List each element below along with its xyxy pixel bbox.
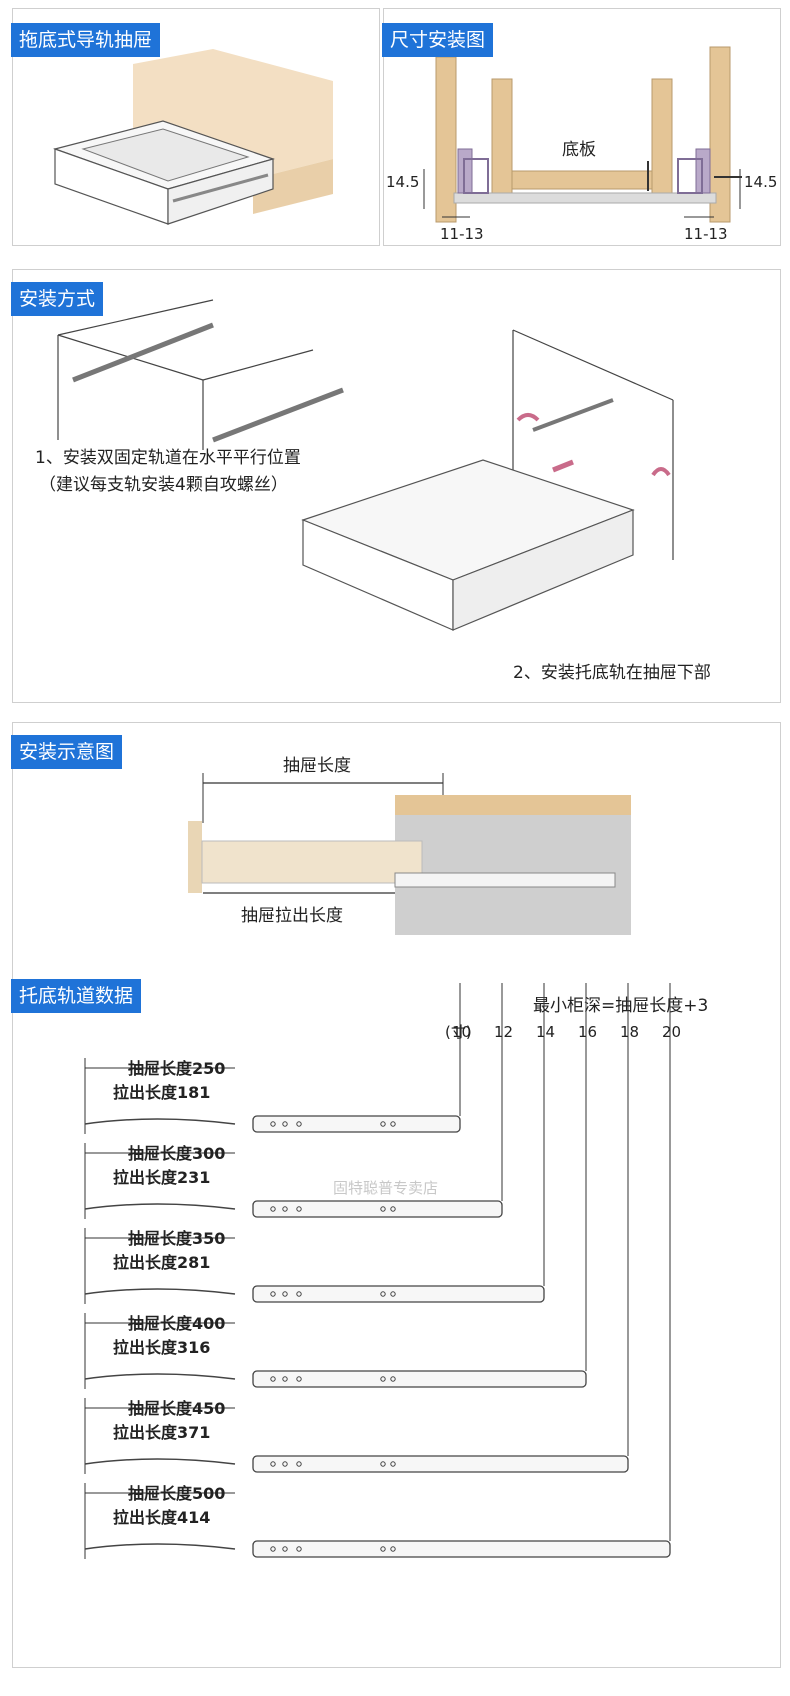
rail-data-diagram: 最小柜深=抽屉长度+3 (寸) 固特聪普专卖店 10 12 14 16 18 20 抽屉长… xyxy=(84,983,708,1559)
pull-length-label: 抽屉拉出长度 xyxy=(241,906,343,926)
dimension-drawing: 底板 14.5 14.5 11-13 11-13 xyxy=(386,46,777,243)
rail-row-hole xyxy=(270,1121,276,1127)
section-tag-dimension: 尺寸安装图 xyxy=(382,23,494,57)
rail-row-hole xyxy=(380,1461,386,1467)
rail-row-drawer-rail xyxy=(84,1288,236,1295)
rail-row-hole xyxy=(390,1376,396,1382)
rail-row: 抽屉长度300 拉出长度231 xyxy=(84,983,503,1219)
install-step2: 2、安装托底轨在抽屉下部 xyxy=(513,663,711,683)
rail-row-drawer-label: 抽屉长度400 xyxy=(128,1314,225,1333)
size-tick-label-20: 20 xyxy=(662,1023,681,1041)
drawer-illustration xyxy=(52,49,333,225)
rail-row-pull-label: 拉出长度181 xyxy=(113,1083,210,1102)
install-step1-line2: （建议每支轨安装4颗自攻螺丝） xyxy=(39,475,288,495)
rail-row-hole xyxy=(282,1546,288,1552)
drawer-type-panel: 拖底式导轨抽屉 xyxy=(11,8,380,246)
install-method-panel: 安装方式 1、安装双固定轨道在水平平行位置 （建议每支轨安装4颗自攻螺丝） 2、… xyxy=(11,269,781,703)
rail-row-pull-label: 拉出长度231 xyxy=(113,1168,210,1187)
drawer-length-label: 抽屉长度 xyxy=(283,756,351,776)
section-tag-drawer-type: 拖底式导轨抽屉 xyxy=(11,23,161,57)
rail-row-drawer-label: 抽屉长度500 xyxy=(128,1484,225,1503)
rail-row-hole xyxy=(270,1291,276,1297)
rail-row-hole xyxy=(380,1546,386,1552)
rail-row-hole xyxy=(390,1121,396,1127)
rail-row-hole xyxy=(296,1121,302,1127)
section-tag-rail-data: 托底轨道数据 xyxy=(11,979,142,1013)
rail-row-hole xyxy=(282,1121,288,1127)
rail-row-drawer-label: 抽屉长度250 xyxy=(128,1059,225,1078)
rail-row-pull-label: 拉出长度316 xyxy=(113,1338,210,1357)
rail-row: 抽屉长度500 拉出长度414 xyxy=(84,983,671,1559)
rail-row-hole xyxy=(270,1376,276,1382)
rail-watermark: 固特聪普专卖店 xyxy=(333,1179,438,1197)
base-label: 底板 xyxy=(562,140,596,160)
rail-row-hole xyxy=(390,1206,396,1212)
rail-row-hole xyxy=(380,1291,386,1297)
rail-row: 抽屉长度450 拉出长度371 xyxy=(84,983,629,1474)
size-tick-label-18: 18 xyxy=(620,1023,639,1041)
size-tick-label-16: 16 xyxy=(578,1023,597,1041)
gap-right-label: 11-13 xyxy=(684,225,728,243)
install-step1-line1: 1、安装双固定轨道在水平平行位置 xyxy=(35,448,301,468)
rail-row-hole xyxy=(296,1461,302,1467)
rail-row-hole xyxy=(270,1206,276,1212)
install-diagram-illustration: 抽屉长度 抽屉拉出长度 xyxy=(188,756,631,935)
rail-row: 抽屉长度350 拉出长度281 xyxy=(84,983,545,1304)
rail-row-hole xyxy=(380,1206,386,1212)
rail-row: 抽屉长度250 拉出长度181 xyxy=(84,983,461,1134)
rail-row-drawer-rail xyxy=(84,1203,236,1210)
rail-row-hole xyxy=(296,1291,302,1297)
rail-row-hole xyxy=(282,1291,288,1297)
gap-left-label: 11-13 xyxy=(440,225,484,243)
rail-row-hole xyxy=(390,1461,396,1467)
rail-row-rail-body xyxy=(252,1115,461,1133)
rail-row-hole xyxy=(270,1546,276,1552)
size-tick-label-10: 10 xyxy=(452,1023,471,1041)
rail-row-rail-body xyxy=(252,1200,503,1218)
rail-unit-label: (寸) xyxy=(445,1023,472,1041)
height-right-label: 14.5 xyxy=(744,173,777,191)
section-tag-install-diagram: 安装示意图 xyxy=(11,735,123,769)
rail-row-rail-body xyxy=(252,1370,587,1388)
rail-row-hole xyxy=(380,1376,386,1382)
rail-row-drawer-label: 抽屉长度350 xyxy=(128,1229,225,1248)
rail-row-hole xyxy=(390,1291,396,1297)
section-tag-install-method: 安装方式 xyxy=(11,282,104,316)
rail-row-pull-label: 拉出长度281 xyxy=(113,1253,210,1272)
rail-row-hole xyxy=(282,1376,288,1382)
rail-row-rail-body xyxy=(252,1540,671,1558)
height-left-label: 14.5 xyxy=(386,173,419,191)
rail-row-hole xyxy=(282,1461,288,1467)
rail-row-drawer-rail xyxy=(84,1458,236,1465)
size-tick-label-14: 14 xyxy=(536,1023,555,1041)
size-tick-label-12: 12 xyxy=(494,1023,513,1041)
rail-row-rail-body xyxy=(252,1455,629,1473)
rail-row-hole xyxy=(390,1546,396,1552)
install-diagram-panel: 抽屉长度 抽屉拉出长度 安装示意图 托底轨道数据 最小柜深=抽屉长度+3 (寸)… xyxy=(11,722,781,1668)
rail-row-hole xyxy=(296,1206,302,1212)
rail-row-drawer-rail xyxy=(84,1373,236,1380)
rail-formula: 最小柜深=抽屉长度+3 xyxy=(533,996,708,1016)
rail-row-hole xyxy=(296,1546,302,1552)
rail-row-pull-label: 拉出长度414 xyxy=(113,1508,210,1527)
dimension-panel: 底板 14.5 14.5 11-13 11-13 尺寸安装图 xyxy=(382,8,781,246)
rail-row-drawer-rail xyxy=(84,1118,236,1125)
rail-row-pull-label: 拉出长度371 xyxy=(113,1423,210,1442)
rail-row-hole xyxy=(270,1461,276,1467)
rail-row-drawer-label: 抽屉长度300 xyxy=(128,1144,225,1163)
rail-row-drawer-rail xyxy=(84,1543,236,1550)
rail-row-hole xyxy=(296,1376,302,1382)
rail-row: 抽屉长度400 拉出长度316 xyxy=(84,983,587,1389)
rail-row-hole xyxy=(282,1206,288,1212)
rail-row-rail-body xyxy=(252,1285,545,1303)
rail-row-drawer-label: 抽屉长度450 xyxy=(128,1399,225,1418)
install-method-illustration xyxy=(57,299,674,631)
rail-row-hole xyxy=(380,1121,386,1127)
